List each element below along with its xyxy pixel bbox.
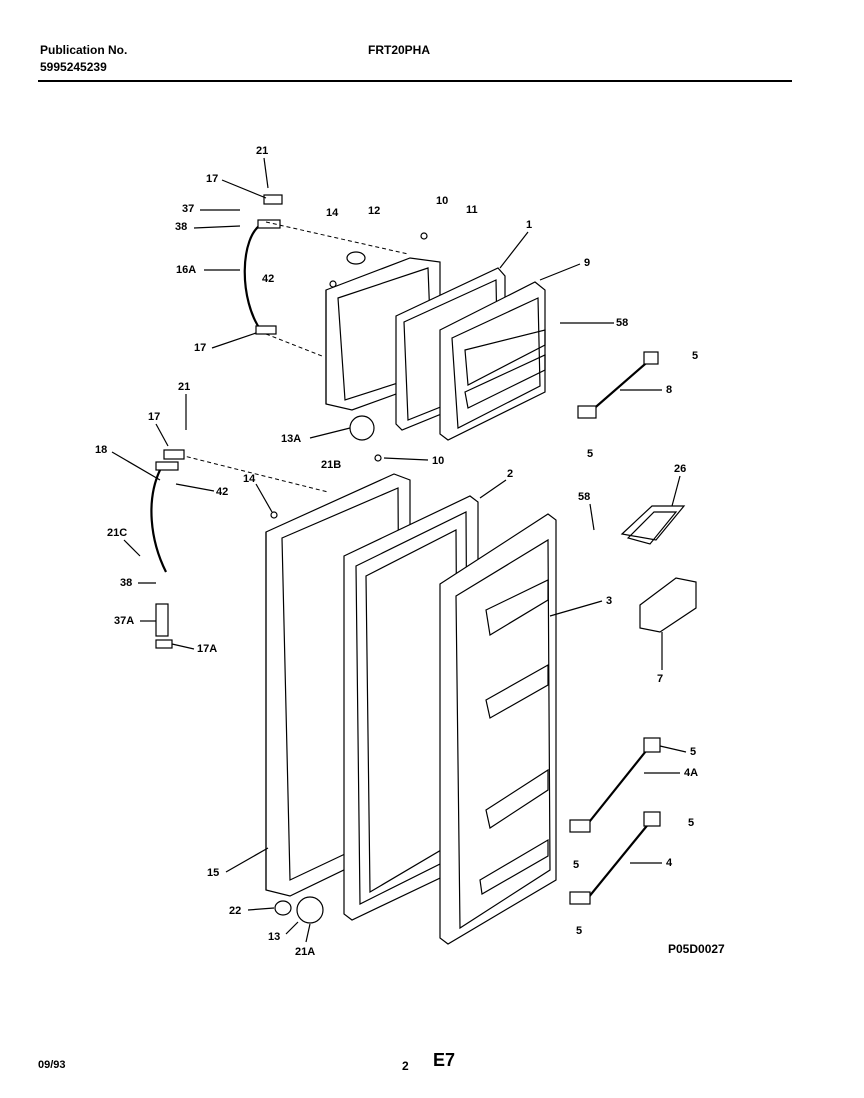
- plug-part: [270, 511, 278, 519]
- header-rule: [38, 80, 792, 82]
- plug-part: [346, 251, 366, 265]
- hinge-shim: [155, 603, 169, 637]
- hinge-part: [163, 449, 185, 460]
- freezer-door-liner: [439, 281, 546, 441]
- callouts: 21 17 37 38 14 12 10 11 1 9 16A 42 58 5 …: [95, 145, 698, 958]
- callout-label: 37: [182, 203, 194, 215]
- callout-label: 1: [526, 219, 532, 231]
- callout-label: 21B: [321, 459, 341, 471]
- callout-label: 14: [326, 207, 339, 219]
- section-code: E7: [433, 1050, 456, 1070]
- door-bin: [639, 577, 697, 633]
- callout-label: 13: [268, 931, 280, 943]
- callout-label: 5: [692, 350, 698, 362]
- dairy-bin: [620, 505, 686, 545]
- callout-label: 26: [674, 463, 686, 475]
- hinge-bushing: [296, 896, 324, 924]
- callout-label: 4: [666, 857, 673, 869]
- page-number: 2: [402, 1059, 409, 1073]
- callout-label: 5: [576, 925, 582, 937]
- callout-label: 12: [368, 205, 380, 217]
- callout-label: 15: [207, 867, 219, 879]
- callout-label: 10: [436, 195, 448, 207]
- diagram-code: P05D0027: [668, 942, 725, 956]
- callout-label: 11: [466, 204, 478, 216]
- callout-label: 5: [690, 746, 696, 758]
- callout-label: 5: [688, 817, 694, 829]
- freezer-door-rack: [577, 351, 659, 419]
- callout-label: 9: [584, 257, 590, 269]
- door-rack-lower: [569, 811, 661, 905]
- hinge-part: [155, 639, 173, 649]
- plug-part: [374, 454, 382, 462]
- callout-label: 21: [178, 381, 190, 393]
- callout-label: 58: [578, 491, 590, 503]
- callout-label: 37A: [114, 615, 134, 627]
- door-stop: [274, 900, 292, 916]
- door-rack-upper: [569, 737, 661, 833]
- fresh-food-handle: [150, 461, 179, 573]
- publication-label: Publication No.: [40, 43, 128, 57]
- hinge-bushing: [349, 415, 375, 441]
- callout-label: 17: [148, 411, 160, 423]
- callout-label: 21A: [295, 946, 315, 958]
- hinge-part: [263, 194, 283, 205]
- callout-label: 58: [616, 317, 628, 329]
- callout-label: 42: [262, 273, 274, 285]
- callout-label: 17: [206, 173, 218, 185]
- callout-label: 3: [606, 595, 612, 607]
- callout-label: 5: [587, 448, 593, 460]
- callout-label: 17: [194, 342, 206, 354]
- plug-part: [420, 232, 428, 240]
- callout-label: 42: [216, 486, 228, 498]
- publication-number: 5995245239: [40, 60, 107, 74]
- callout-label: 38: [120, 577, 132, 589]
- callout-label: 7: [657, 673, 663, 685]
- callout-label: 4A: [684, 767, 698, 779]
- freezer-handle: [243, 219, 281, 335]
- model-number: FRT20PHA: [368, 43, 431, 57]
- callout-label: 8: [666, 384, 672, 396]
- callout-label: 16A: [176, 264, 196, 276]
- callout-label: 13A: [281, 433, 301, 445]
- callout-label: 38: [175, 221, 187, 233]
- callout-label: 22: [229, 905, 241, 917]
- callout-label: 18: [95, 444, 107, 456]
- callout-label: 14: [243, 473, 256, 485]
- callout-label: 21: [256, 145, 268, 157]
- callout-label: 10: [432, 455, 444, 467]
- fresh-food-door-liner: [439, 513, 557, 945]
- callout-label: 2: [507, 468, 513, 480]
- callout-label: 21C: [107, 527, 127, 539]
- plug-part: [329, 280, 337, 288]
- callout-label: 17A: [197, 643, 217, 655]
- publication-date: 09/93: [38, 1059, 66, 1071]
- callout-label: 5: [573, 859, 579, 871]
